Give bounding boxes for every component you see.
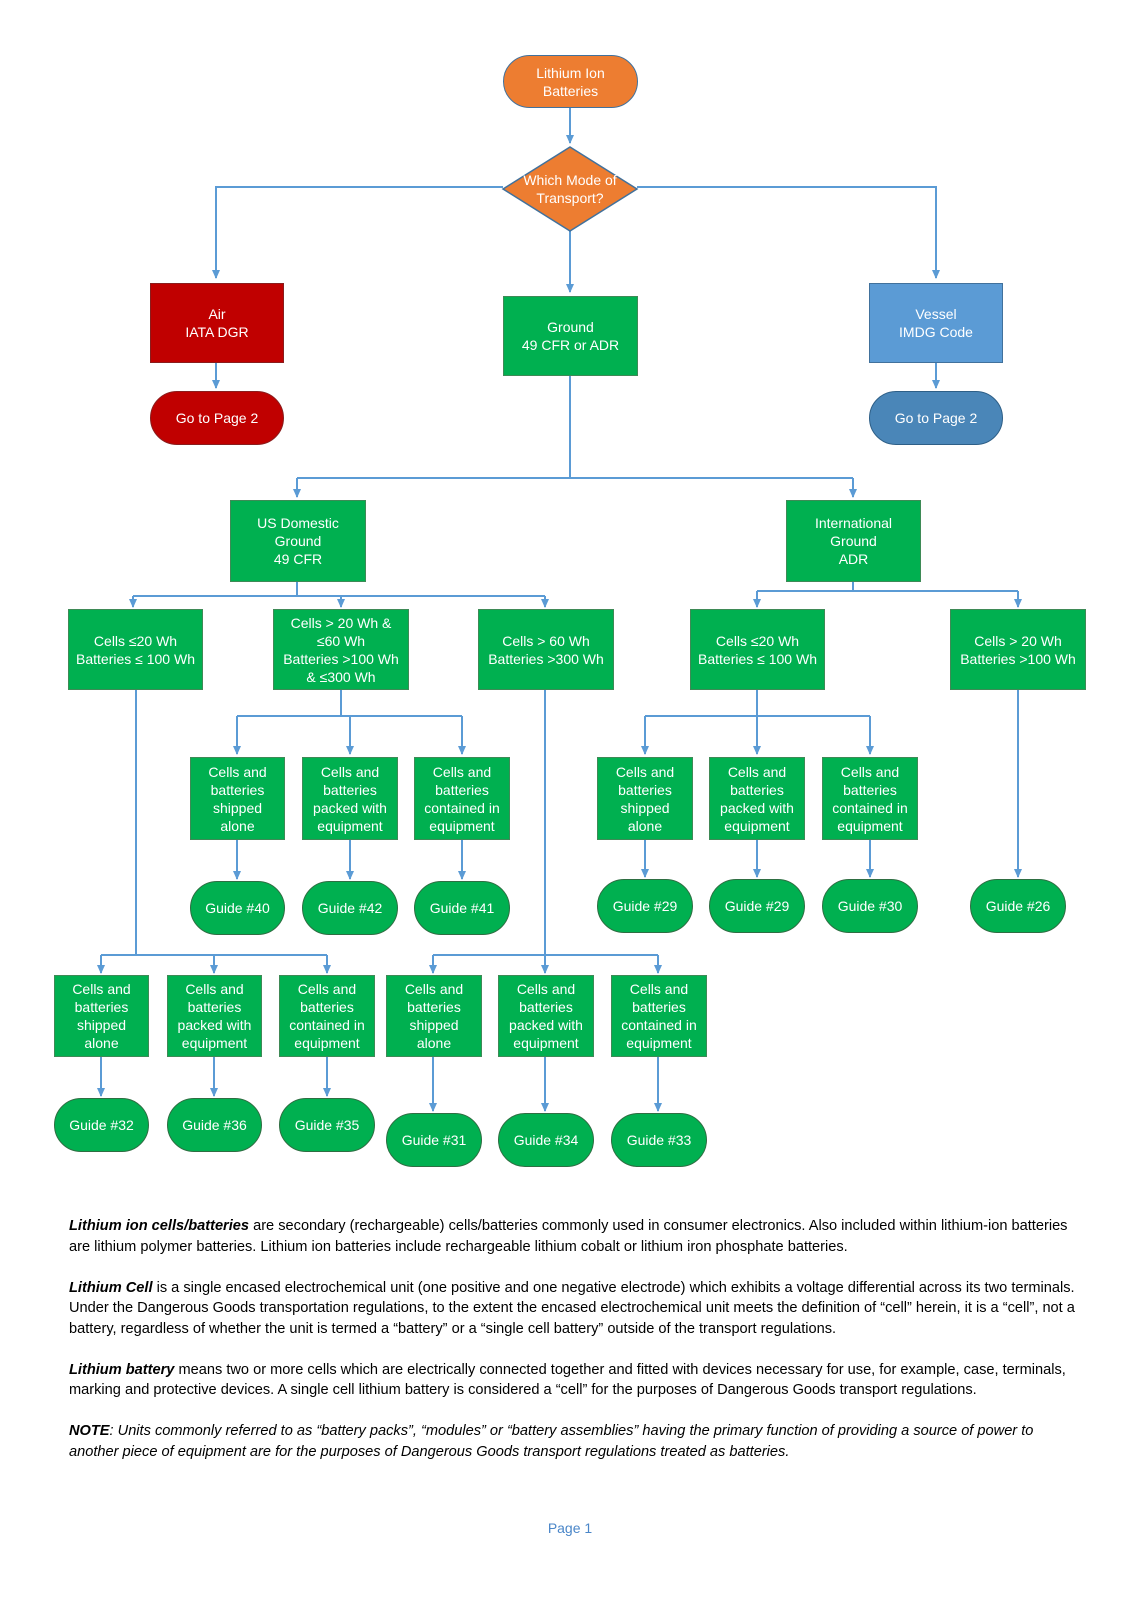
root-node-lithium-ion: Lithium Ion Batteries xyxy=(503,55,638,108)
us-category-mid: Cells > 20 Wh & ≤60 Wh Batteries >100 Wh… xyxy=(273,609,409,690)
definition-lithium-ion: Lithium ion cells/batteries are secondar… xyxy=(69,1216,1079,1257)
edge-ground-split xyxy=(297,374,853,479)
mode-node-ground: Ground 49 CFR or ADR xyxy=(503,296,638,376)
decision-diamond-shape xyxy=(501,146,639,232)
us-mid-option-contained-in-equipment: Cells and batteries contained in equipme… xyxy=(414,757,510,840)
edge-intl-bus xyxy=(757,582,1018,592)
intl-low-option-contained-in-equipment: Cells and batteries contained in equipme… xyxy=(822,757,918,840)
mode-node-air: Air IATA DGR xyxy=(150,283,284,363)
definition-text: : Units commonly referred to as “battery… xyxy=(69,1423,1034,1460)
us-low-option-shipped-alone: Cells and batteries shipped alone xyxy=(54,975,149,1057)
definition-text: are secondary (rechargeable) cells/batte… xyxy=(69,1218,1068,1255)
guide-42: Guide #42 xyxy=(302,881,398,935)
guide-40: Guide #40 xyxy=(190,881,285,935)
edge-us-bus xyxy=(133,582,545,597)
page-number: Page 1 xyxy=(547,1520,593,1536)
guide-32: Guide #32 xyxy=(54,1098,149,1152)
us-high-option-shipped-alone: Cells and batteries shipped alone xyxy=(386,975,482,1057)
us-high-option-contained-in-equipment: Cells and batteries contained in equipme… xyxy=(611,975,707,1057)
definition-term: Lithium ion cells/batteries xyxy=(69,1218,250,1234)
guide-29-shipped-alone: Guide #29 xyxy=(597,879,693,933)
us-category-low: Cells ≤20 Wh Batteries ≤ 100 Wh xyxy=(68,609,203,690)
goto-page2-air: Go to Page 2 xyxy=(150,391,284,445)
decision-node-transport-mode: Which Mode of Transport? xyxy=(523,172,617,206)
edge-question-vessel xyxy=(637,186,940,279)
international-ground-node: International Ground ADR xyxy=(786,500,921,582)
guide-26: Guide #26 xyxy=(970,879,1066,933)
edge-question-air xyxy=(212,186,503,279)
us-low-option-contained-in-equipment: Cells and batteries contained in equipme… xyxy=(279,975,375,1057)
guide-41: Guide #41 xyxy=(414,881,510,935)
edge-icat1-bus xyxy=(645,690,870,717)
intl-category-high: Cells > 20 Wh Batteries >100 Wh xyxy=(950,609,1086,690)
guide-35: Guide #35 xyxy=(279,1098,375,1152)
definition-text: is a single encased electrochemical unit… xyxy=(69,1279,1075,1337)
guide-34: Guide #34 xyxy=(498,1113,594,1167)
intl-low-option-shipped-alone: Cells and batteries shipped alone xyxy=(597,757,693,840)
us-category-high: Cells > 60 Wh Batteries >300 Wh xyxy=(478,609,614,690)
guide-30: Guide #30 xyxy=(822,879,918,933)
definitions-section: Lithium ion cells/batteries are secondar… xyxy=(69,1216,1079,1483)
guide-29-packed-with-equipment: Guide #29 xyxy=(709,879,805,933)
guide-36: Guide #36 xyxy=(167,1098,262,1152)
us-mid-option-shipped-alone: Cells and batteries shipped alone xyxy=(190,757,285,840)
intl-low-option-packed-with-equipment: Cells and batteries packed with equipmen… xyxy=(709,757,805,840)
definition-lithium-cell: Lithium Cell is a single encased electro… xyxy=(69,1278,1079,1340)
us-mid-option-packed-with-equipment: Cells and batteries packed with equipmen… xyxy=(302,757,398,840)
definition-lithium-battery: Lithium battery means two or more cells … xyxy=(69,1360,1079,1401)
guide-31: Guide #31 xyxy=(386,1113,482,1167)
definition-term: Lithium battery xyxy=(69,1361,175,1378)
definition-term: NOTE xyxy=(69,1423,110,1439)
goto-page2-vessel: Go to Page 2 xyxy=(869,391,1003,445)
definition-note: NOTE: Units commonly referred to as “bat… xyxy=(69,1421,1079,1462)
edge-cat2-bus xyxy=(237,690,462,717)
us-low-option-packed-with-equipment: Cells and batteries packed with equipmen… xyxy=(167,975,262,1057)
guide-33: Guide #33 xyxy=(611,1113,707,1167)
definition-term: Lithium Cell xyxy=(69,1279,153,1296)
mode-node-vessel: Vessel IMDG Code xyxy=(869,283,1003,363)
us-domestic-ground-node: US Domestic Ground 49 CFR xyxy=(230,500,366,582)
intl-category-low: Cells ≤20 Wh Batteries ≤ 100 Wh xyxy=(690,609,825,690)
us-high-option-packed-with-equipment: Cells and batteries packed with equipmen… xyxy=(498,975,594,1057)
definition-text: means two or more cells which are electr… xyxy=(69,1361,1066,1399)
